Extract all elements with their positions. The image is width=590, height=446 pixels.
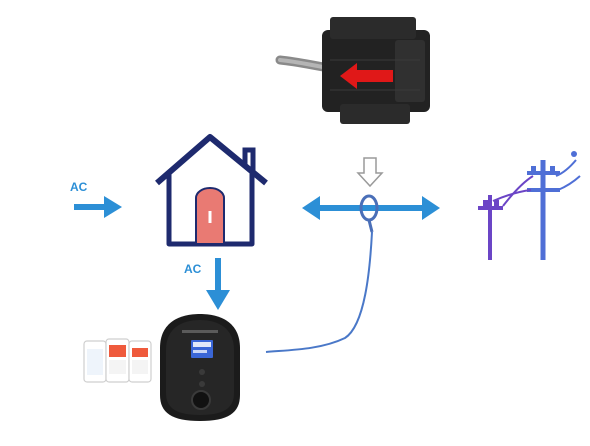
house-icon bbox=[155, 134, 268, 247]
ac-input-arrow bbox=[74, 196, 122, 218]
ac-output-arrow bbox=[206, 258, 230, 310]
sensor-cable bbox=[265, 231, 373, 353]
hollow-down-arrow-icon bbox=[356, 157, 384, 188]
ev-charger-icon bbox=[160, 314, 240, 421]
smartphone-app-icon bbox=[83, 338, 152, 383]
clamp-ring-icon bbox=[359, 194, 379, 233]
utility-pole-icon bbox=[478, 151, 581, 260]
ac-output-label: AC bbox=[184, 262, 202, 276]
grid-flow-arrow bbox=[302, 196, 440, 220]
ac-input-label: AC bbox=[70, 180, 88, 194]
ct-clamp-icon bbox=[275, 17, 430, 124]
